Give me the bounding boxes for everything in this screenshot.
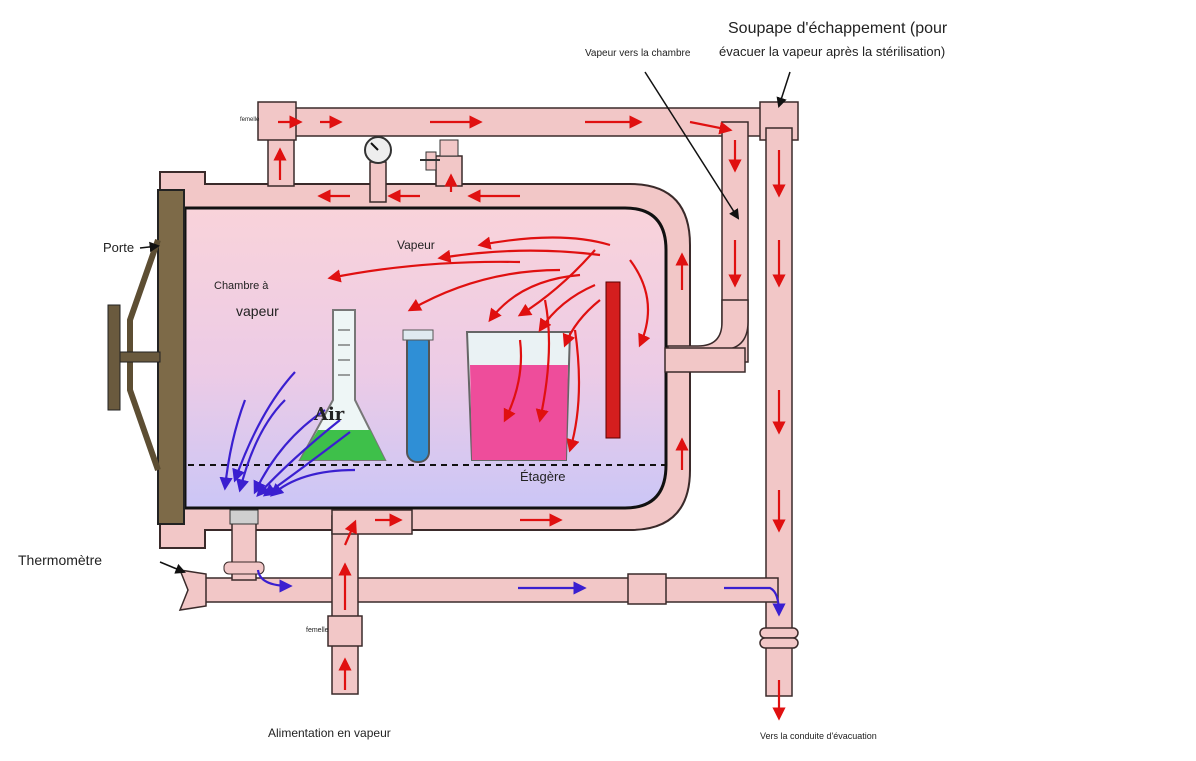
exhaust-bellow — [759, 627, 799, 649]
chamber-label-1: Chambre à — [214, 280, 269, 292]
female-bottom-label: femelle — [306, 627, 329, 634]
test-tube-icon — [402, 329, 434, 463]
flask-icon — [298, 309, 387, 461]
air-label: Air — [314, 404, 345, 425]
thermometer-label: Thermomètre — [18, 552, 103, 568]
leader-lines — [139, 71, 791, 574]
air-arrows — [219, 371, 786, 617]
mid-coupling — [627, 573, 667, 605]
trap-fitting — [223, 561, 265, 575]
drain-label: Vers la conduite d'évacuation — [760, 731, 877, 741]
bottom-pipe — [187, 577, 779, 603]
steam-to-chamber-label: Vapeur vers la chambre — [585, 48, 691, 59]
shelf-label: Étagère — [520, 469, 566, 484]
steam-arrows — [273, 115, 786, 721]
supply-coupling — [327, 615, 363, 647]
gauge-stem — [369, 161, 387, 203]
female-left-label: femelle — [240, 117, 260, 123]
beaker-icon — [465, 331, 572, 461]
exhaust-valve-label-2: évacuer la vapeur après la stérilisation… — [719, 44, 946, 59]
steam-label: Vapeur — [397, 238, 435, 252]
heater-element — [605, 281, 621, 439]
strainer-icon — [229, 509, 259, 525]
door-label: Porte — [103, 240, 135, 255]
exhaust-valve-label-1: Soupape d'échappement (pour — [728, 20, 948, 37]
bottom-inlet — [331, 509, 413, 535]
pressure-gauge-icon — [364, 136, 392, 164]
thermometer-fitting — [178, 569, 207, 611]
side-inlet — [664, 347, 746, 373]
chamber-label-2: vapeur — [236, 303, 279, 319]
steam-supply-label: Alimentation en vapeur — [268, 726, 391, 740]
safety-valve-icon — [420, 139, 459, 171]
door — [107, 189, 185, 525]
